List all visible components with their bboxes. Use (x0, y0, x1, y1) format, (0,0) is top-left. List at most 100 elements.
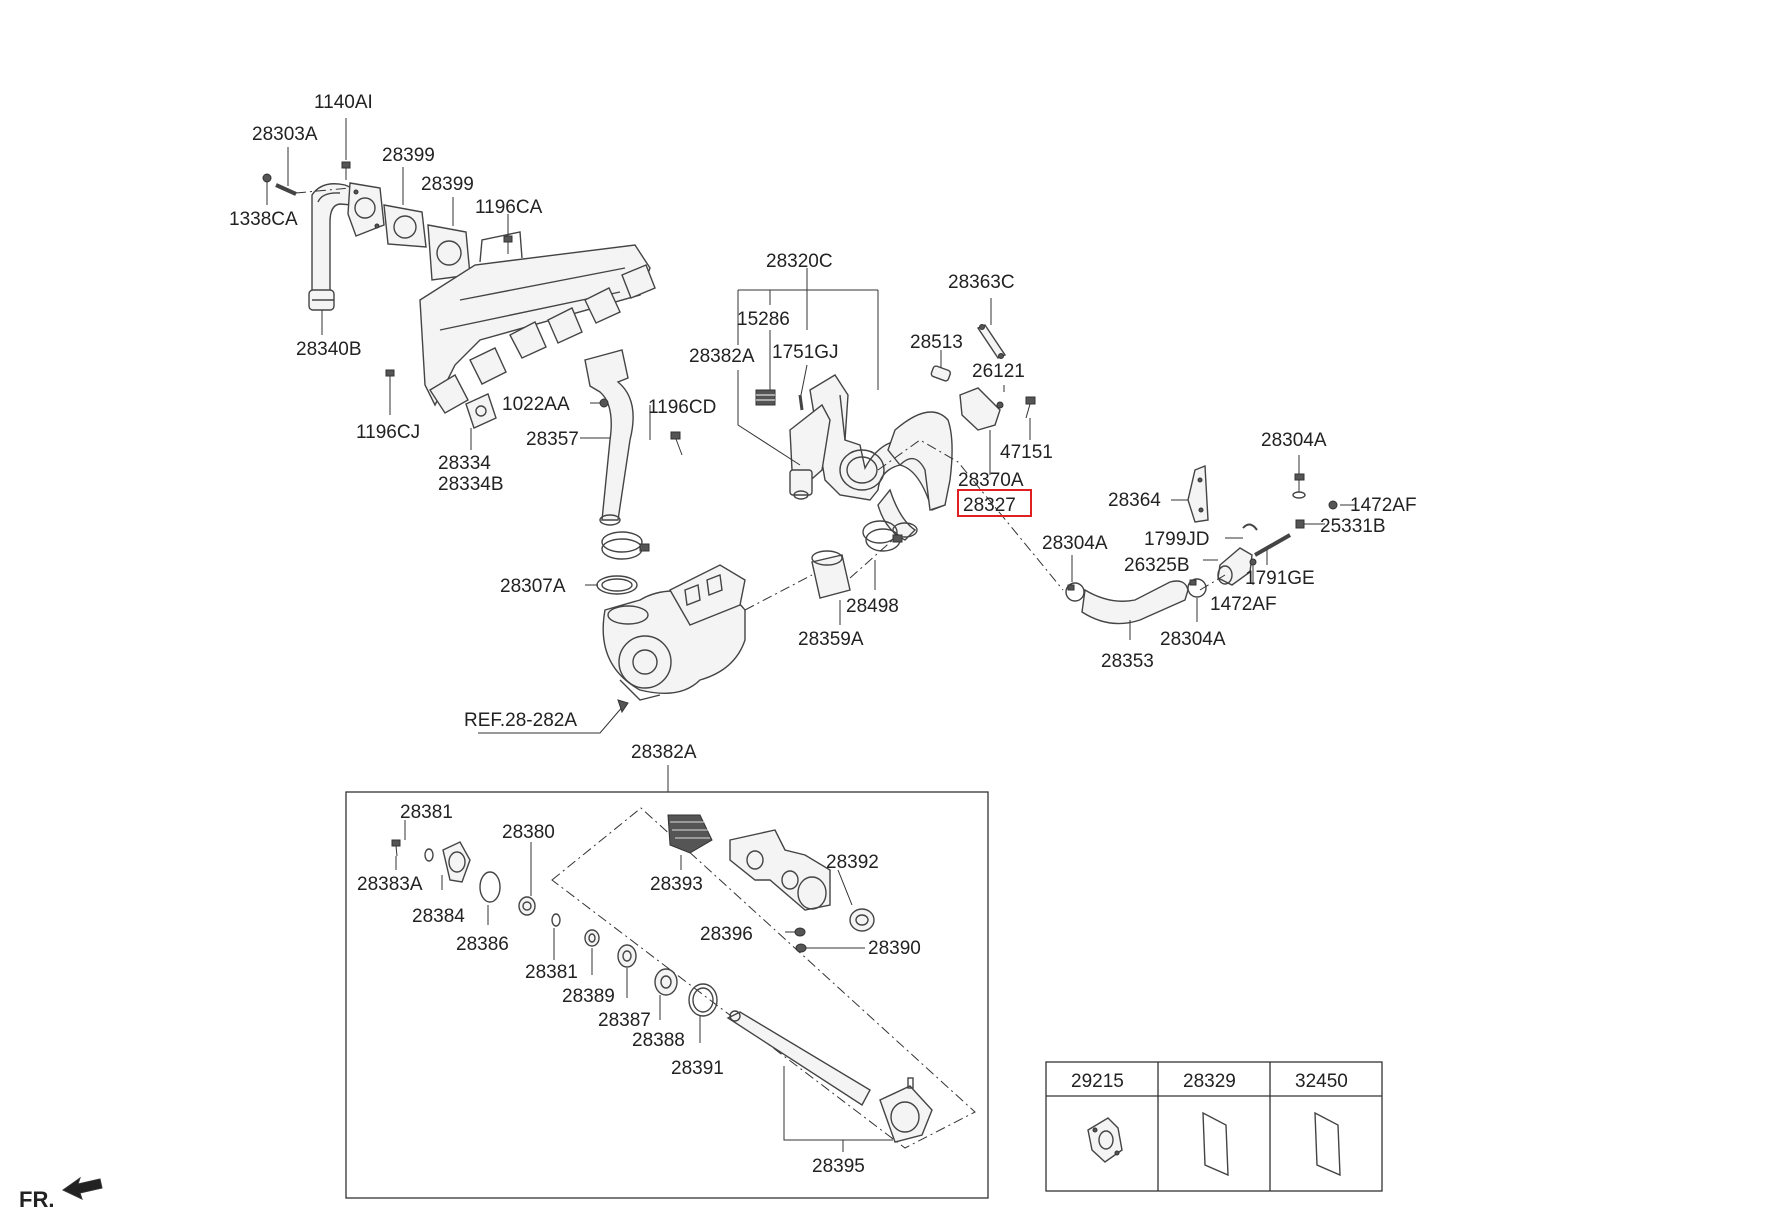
ring-28389[interactable] (584, 929, 600, 947)
label-1472AF-bot[interactable]: 1472AF (1210, 594, 1277, 615)
label-1140AI[interactable]: 1140AI (314, 92, 373, 113)
spring-15286[interactable] (755, 389, 776, 406)
bolt-1196CD[interactable] (670, 431, 683, 456)
nut-1472AF-bot[interactable] (1249, 558, 1257, 566)
label-28392[interactable]: 28392 (826, 852, 879, 873)
label-28382A-top[interactable]: 28382A (689, 346, 755, 367)
label-28388[interactable]: 28388 (632, 1030, 685, 1051)
label-1196CJ[interactable]: 1196CJ (356, 422, 420, 443)
label-28381-a[interactable]: 28381 (400, 802, 453, 823)
label-28399-b[interactable]: 28399 (421, 174, 474, 195)
legend-col-29215[interactable]: 29215 (1071, 1071, 1124, 1092)
oring-28381-a[interactable] (424, 848, 434, 862)
hose-28353[interactable] (1081, 580, 1189, 625)
label-28395[interactable]: 28395 (812, 1156, 865, 1177)
label-28320C[interactable]: 28320C (766, 251, 833, 272)
label-28386[interactable]: 28386 (456, 934, 509, 955)
label-28370A[interactable]: 28370A (958, 470, 1024, 491)
label-26325B[interactable]: 26325B (1124, 555, 1190, 576)
bolt-1196CJ[interactable] (385, 369, 395, 390)
oring-28386[interactable] (479, 871, 501, 903)
o-ring-28307A[interactable] (596, 575, 638, 595)
valve-26325B[interactable] (1217, 547, 1253, 586)
label-1338CA[interactable]: 1338CA (229, 209, 298, 230)
turbocharger[interactable] (602, 564, 746, 701)
gasket-28399-a[interactable] (383, 204, 427, 248)
label-28334B[interactable]: 28334B (438, 474, 504, 495)
label-28498[interactable]: 28498 (846, 596, 899, 617)
bolt-47151[interactable] (1025, 396, 1036, 419)
label-28389[interactable]: 28389 (562, 986, 615, 1007)
pipe-28327[interactable] (877, 411, 953, 541)
label-1022AA[interactable]: 1022AA (502, 394, 570, 415)
label-28380[interactable]: 28380 (502, 822, 555, 843)
label-28327[interactable]: 28327 (963, 495, 1016, 516)
clamp-28304A-left[interactable] (1065, 582, 1085, 602)
clamp-band[interactable] (601, 531, 650, 560)
intake-manifold[interactable] (419, 231, 656, 414)
washer-28390[interactable] (795, 943, 807, 953)
bolt-28383A[interactable] (391, 839, 401, 857)
flange-plate-28303A[interactable] (347, 182, 385, 237)
label-28340B[interactable]: 28340B (296, 339, 362, 360)
cover-28384[interactable] (442, 841, 471, 883)
bracket-28364[interactable] (1187, 464, 1209, 523)
label-28391[interactable]: 28391 (671, 1058, 724, 1079)
pin-1751GJ[interactable] (798, 394, 804, 411)
shaft-28395[interactable] (726, 1010, 933, 1143)
label-28353[interactable]: 28353 (1101, 651, 1154, 672)
seal-28391[interactable] (688, 983, 718, 1017)
label-47151[interactable]: 47151 (1000, 442, 1053, 463)
label-25331B[interactable]: 25331B (1320, 516, 1386, 537)
label-28357[interactable]: 28357 (526, 429, 579, 450)
label-ref-28-282A[interactable]: REF.28-282A (464, 710, 577, 731)
bolt-1140AI[interactable] (341, 161, 351, 180)
bracket-26121[interactable] (959, 387, 1004, 431)
label-15286[interactable]: 15286 (737, 309, 790, 330)
label-1791GE[interactable]: 1791GE (1245, 568, 1315, 589)
label-28390[interactable]: 28390 (868, 938, 921, 959)
clip-25331B[interactable] (1295, 519, 1305, 529)
clip-1799JD[interactable] (1242, 523, 1258, 531)
clamp-28498[interactable] (862, 520, 903, 552)
bolt-1196CA[interactable] (503, 235, 513, 254)
legend-col-32450[interactable]: 32450 (1295, 1071, 1348, 1092)
spring-28393[interactable] (667, 814, 713, 854)
plate-28329-icon[interactable] (1202, 1111, 1229, 1177)
label-28513[interactable]: 28513 (910, 332, 963, 353)
egr-valve-actuator[interactable] (789, 403, 831, 500)
label-28307A[interactable]: 28307A (500, 576, 566, 597)
label-26121[interactable]: 26121 (972, 361, 1025, 382)
nut-1472AF-top[interactable] (1328, 500, 1338, 510)
label-1472AF-top[interactable]: 1472AF (1350, 495, 1417, 516)
collar-28513[interactable] (930, 365, 952, 382)
housing-28392-body[interactable] (729, 829, 831, 911)
label-1799JD[interactable]: 1799JD (1144, 529, 1210, 550)
label-28393[interactable]: 28393 (650, 874, 703, 895)
oring-28381-b[interactable] (551, 913, 561, 927)
hose-28359A[interactable] (811, 550, 851, 599)
nut-1338CA[interactable] (262, 173, 272, 183)
stud-28303A[interactable] (275, 183, 297, 196)
label-28382A-box[interactable]: 28382A (631, 742, 697, 763)
label-1196CD[interactable]: 1196CD (648, 397, 716, 418)
label-28304A-top[interactable]: 28304A (1261, 430, 1327, 451)
label-28396[interactable]: 28396 (700, 924, 753, 945)
tube-1791GE[interactable] (1254, 533, 1291, 557)
gasket-29215-icon[interactable] (1087, 1117, 1123, 1163)
label-1751GJ[interactable]: 1751GJ (772, 342, 839, 363)
plate-32450-icon[interactable] (1314, 1111, 1341, 1177)
label-28384[interactable]: 28384 (412, 906, 465, 927)
legend-col-28329[interactable]: 28329 (1183, 1071, 1236, 1092)
label-28399-a[interactable]: 28399 (382, 145, 435, 166)
nut-1022AA[interactable] (599, 398, 609, 408)
label-28381-b[interactable]: 28381 (525, 962, 578, 983)
label-28359A[interactable]: 28359A (798, 629, 864, 650)
ring-28387[interactable] (617, 944, 637, 968)
label-28387[interactable]: 28387 (598, 1010, 651, 1031)
gasket-28334[interactable] (465, 393, 497, 429)
label-28303A[interactable]: 28303A (252, 124, 318, 145)
link-28363C[interactable] (976, 324, 1007, 359)
label-28363C[interactable]: 28363C (948, 272, 1015, 293)
label-28304A-bot[interactable]: 28304A (1160, 629, 1226, 650)
